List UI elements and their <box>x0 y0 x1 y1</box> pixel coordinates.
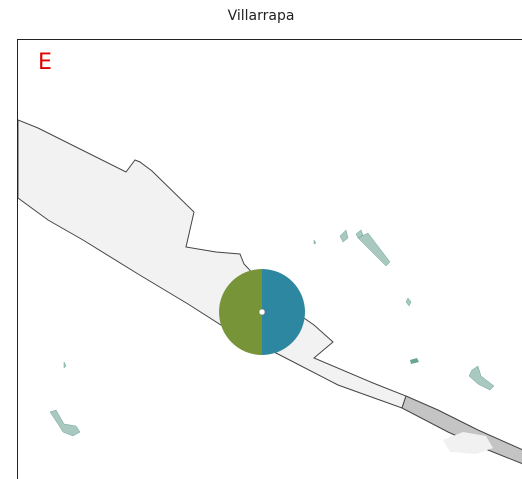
water-body-6 <box>49 409 81 437</box>
panel-letter: E <box>38 50 52 75</box>
water-body-4 <box>410 358 419 364</box>
water-body-1 <box>357 232 391 267</box>
pie-slice-2 <box>262 269 305 355</box>
map-title: Villarrapa <box>227 8 295 24</box>
map-canvas[interactable] <box>18 40 522 479</box>
water-body-9 <box>355 229 364 239</box>
municipality-boundary <box>18 119 407 409</box>
water-body-3 <box>405 297 412 307</box>
water-body-5 <box>468 365 495 391</box>
pie-slice-1 <box>219 269 262 355</box>
water-body-7 <box>63 361 67 369</box>
map-panel[interactable]: E <box>17 39 522 479</box>
water-body-8 <box>313 239 317 245</box>
pie-center-dot <box>258 308 266 316</box>
water-body-2 <box>339 229 349 243</box>
pie-marker[interactable] <box>219 269 305 355</box>
road-strip <box>401 395 522 465</box>
pale-area <box>443 432 493 454</box>
